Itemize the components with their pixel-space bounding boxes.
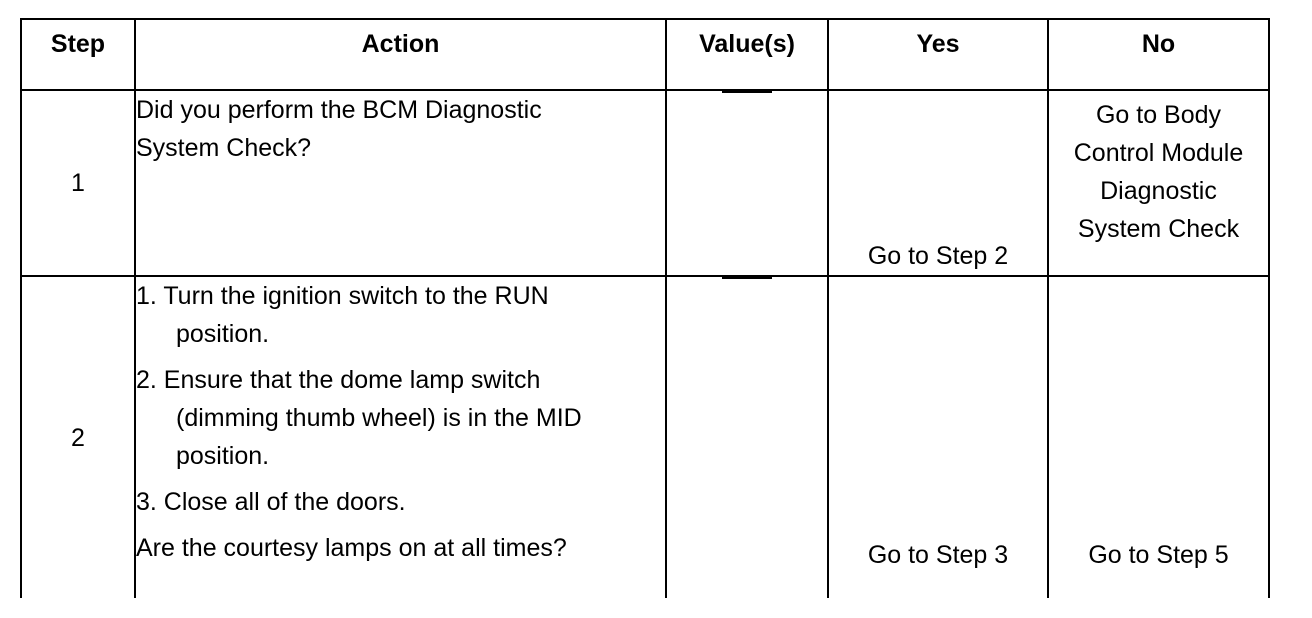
step-number: 1 <box>20 89 136 277</box>
header-values: Value(s) <box>665 18 829 91</box>
value-cell: — <box>665 89 829 277</box>
header-action: Action <box>134 18 667 91</box>
table-header-row: Step Action Value(s) Yes No <box>20 18 1270 91</box>
diagnostic-table-wrapper: Step Action Value(s) Yes No 1 Did you pe… <box>20 18 1270 598</box>
action-cell: 1. Turn the ignition switch to the RUN p… <box>134 275 667 598</box>
action-steps-list: 1. Turn the ignition switch to the RUN p… <box>136 277 651 521</box>
yes-result: Go to Step 2 <box>827 89 1049 277</box>
action-step-item: 2. Ensure that the dome lamp switch (dim… <box>136 366 582 470</box>
header-step: Step <box>20 18 136 91</box>
table-row: 1 Did you perform the BCM Diagnostic Sys… <box>20 89 1270 277</box>
no-result: Go to Step 5 <box>1047 275 1270 598</box>
header-yes: Yes <box>827 18 1049 91</box>
action-question: Are the courtesy lamps on at all times? <box>136 534 567 562</box>
value-cell: — <box>665 275 829 598</box>
header-no: No <box>1047 18 1270 91</box>
diagnostic-table: Step Action Value(s) Yes No 1 Did you pe… <box>20 18 1270 598</box>
table-row: 2 1. Turn the ignition switch to the RUN… <box>20 275 1270 598</box>
action-step-item: 1. Turn the ignition switch to the RUN p… <box>136 282 549 348</box>
action-step-item: 3. Close all of the doors. <box>136 488 406 516</box>
no-result: Go to Body Control Module Diagnostic Sys… <box>1047 89 1270 277</box>
yes-result: Go to Step 3 <box>827 275 1049 598</box>
action-text: Did you perform the BCM Diagnostic Syste… <box>134 89 667 277</box>
step-number: 2 <box>20 275 136 598</box>
value-dash: — <box>722 91 772 93</box>
value-dash: — <box>722 277 772 279</box>
